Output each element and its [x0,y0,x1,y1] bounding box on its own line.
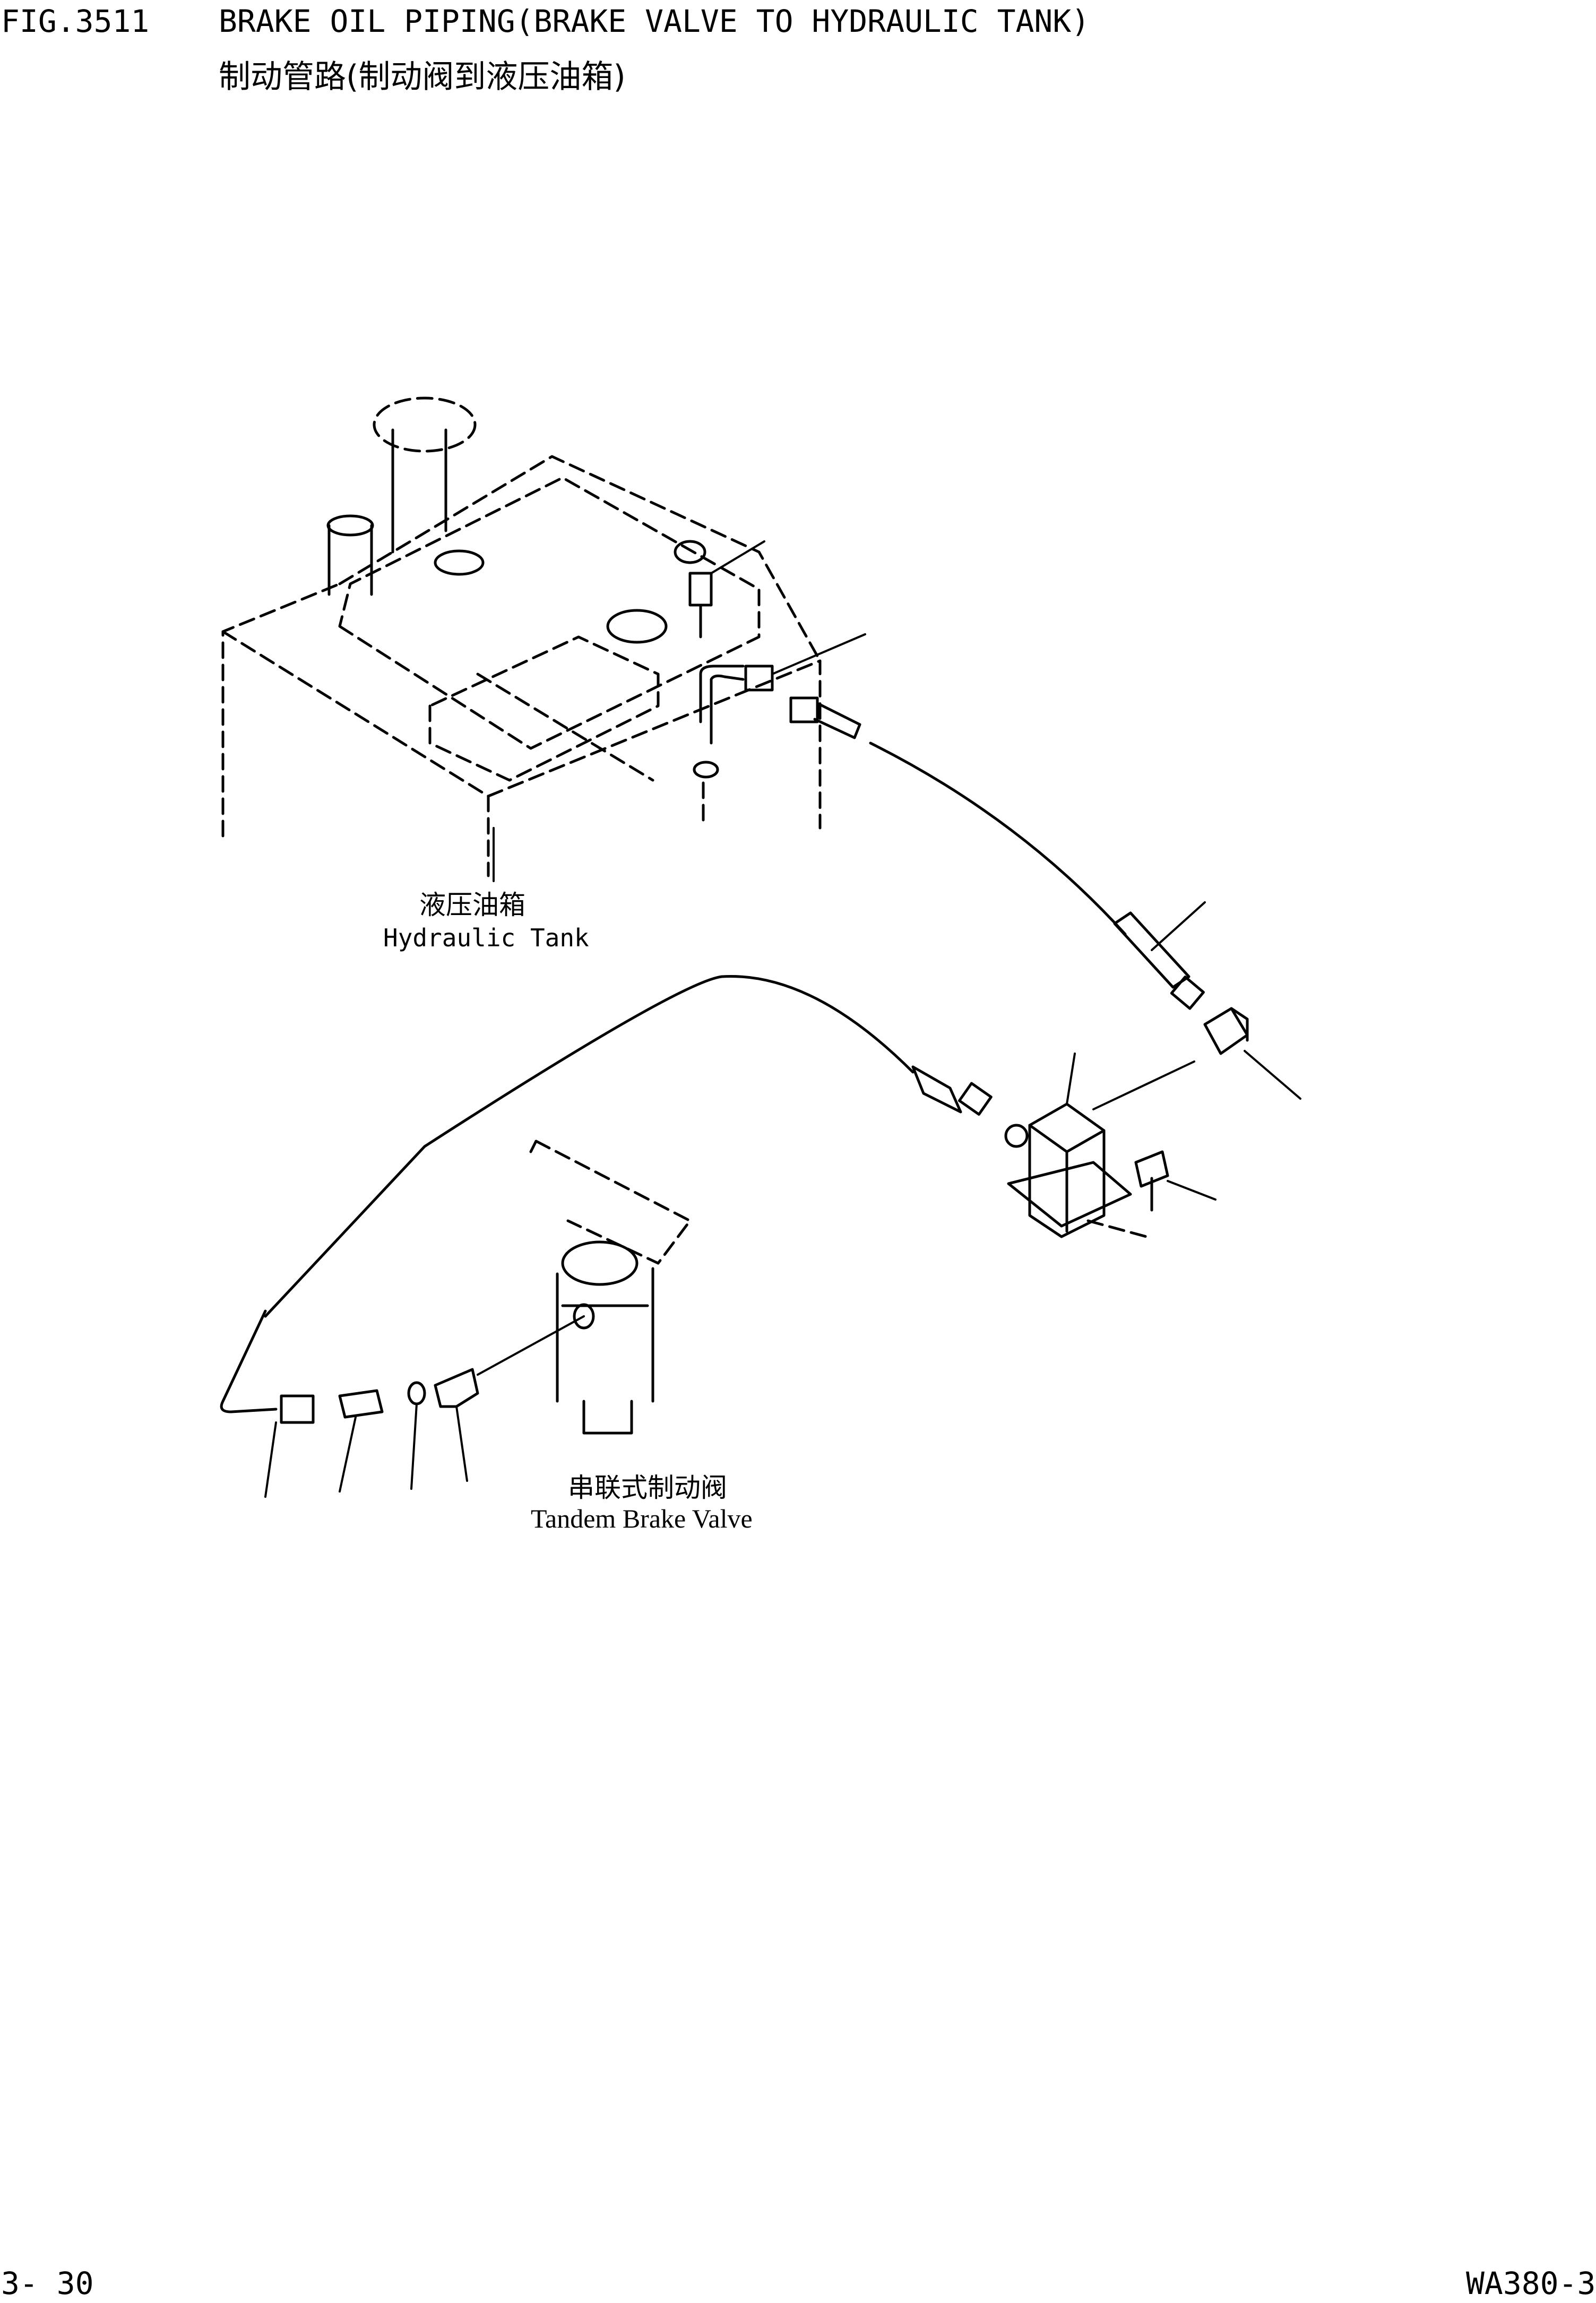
page-number: 3- 30 [1,2265,94,2301]
tandem-brake-valve [529,1140,692,1435]
valve-o-ring [407,1381,426,1405]
tank-elbow-pipe [699,665,745,723]
tank-lower-plate [428,635,660,782]
valve-elbow-leader [455,1405,468,1482]
block-bolt-head [1134,1150,1169,1188]
tandem-brake-valve-label-english: Tandem Brake Valve [531,1504,753,1533]
tank-adapter-body [813,702,861,739]
filler-cap [373,396,477,453]
tank-elbow-leader [771,633,866,675]
block-bracket [1007,1161,1132,1228]
hydraulic-tank [221,396,822,882]
machine-model: WA380-3 [1466,2265,1596,2301]
hose-nut-upper [1170,976,1205,1010]
tank-top-plate [338,476,761,750]
tank-port-2 [606,609,668,644]
valve-body-details [561,1304,649,1435]
junction-block [1004,1053,1217,1238]
hose-bend-pipe [220,1309,278,1413]
elbow-leader [1244,1050,1301,1100]
tank-center-line [476,672,654,782]
brake-pedal [534,1140,692,1265]
figure-title-chinese: 制动管路(制动阀到液压油箱) [219,58,626,96]
tank-elbow-nut [744,665,774,692]
valve-o-ring-leader [410,1403,418,1490]
tank-port-1 [434,549,485,576]
valve-body-sides [556,1267,654,1403]
tandem-brake-valve-label-chinese: 串联式制动阀 [568,1472,727,1503]
hydraulic-tank-label-english: Hydraulic Tank [383,924,589,952]
breather-cap [326,514,374,537]
hose-end-leader [264,1421,277,1498]
hose-upper-leader [1151,901,1206,951]
valve-port [573,1303,595,1330]
block-elbow-fitting [1092,1007,1301,1110]
valve-connection-line [477,1315,585,1376]
hose-end-nut [280,1394,315,1424]
block-edges [1028,1124,1106,1233]
tank-elbow-fitting [688,540,866,827]
block-centerline [1086,1219,1148,1238]
tank-port-3 [674,540,706,564]
breather-body [327,524,373,596]
brake-pedal-tip [529,1140,538,1153]
block-bolt-leader [1167,1180,1217,1201]
hose-line-upper [869,741,1127,936]
return-hose-upper [869,741,1206,1010]
tank-left-edge [221,582,341,838]
valve-top-cap [561,1240,639,1286]
figure-title-english: BRAKE OIL PIPING(BRAKE VALVE TO HYDRAULI… [219,3,1090,39]
hose-line-lower [264,975,915,1318]
figure-number: FIG.3511 [1,3,150,39]
tank-bolt-leader [710,540,765,574]
valve-fittings [338,1315,585,1493]
valve-elbow [434,1368,479,1408]
elbow-body [1230,1007,1249,1042]
valve-adapter [338,1389,384,1419]
elbow-to-block-line [1092,1060,1195,1110]
hose-ferrule-lower [911,1065,962,1114]
filler-neck [391,428,447,554]
return-hose-lower [220,975,993,1498]
hydraulic-tank-label-chinese: 液压油箱 [419,890,525,920]
tank-elbow-pipe-inner [710,674,745,745]
hose-ferrule-upper [1113,911,1190,989]
valve-adapter-leader [339,1416,357,1493]
tank-o-ring [693,761,719,779]
tank-adapter-nut [789,696,819,723]
block-plug [1004,1124,1029,1148]
tank-front-edge [221,630,822,830]
hose-nut-lower [958,1082,993,1116]
block-leader [1066,1053,1076,1105]
tank-bolt-head [688,572,713,607]
